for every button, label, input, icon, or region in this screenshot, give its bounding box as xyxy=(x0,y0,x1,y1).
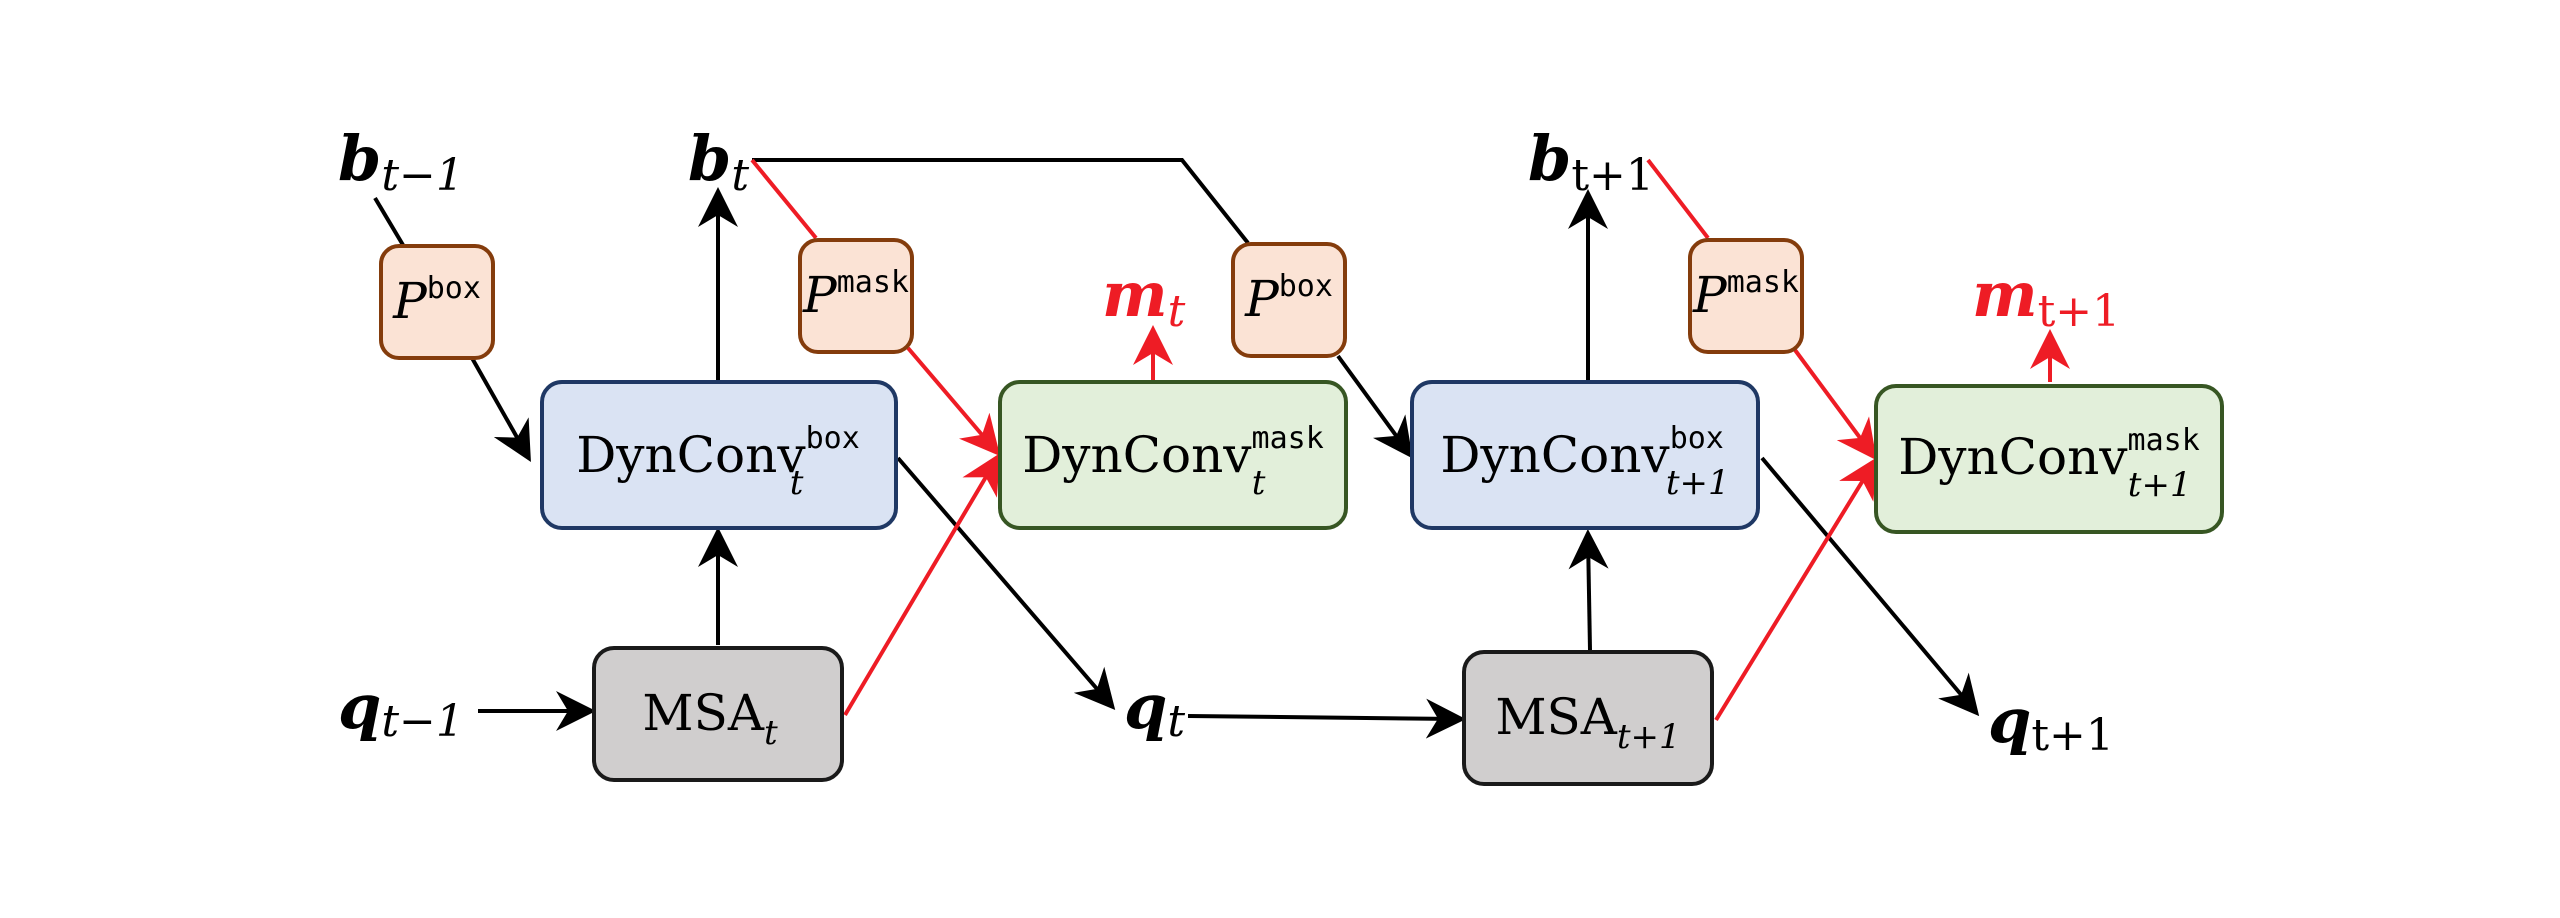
arrow-dynconvbox-t-to-qt xyxy=(896,456,1116,711)
label-q-prev-sub: t−1 xyxy=(381,696,464,747)
p-box-node-1: Pbox xyxy=(379,244,495,360)
label-q-t: qt xyxy=(1124,670,1185,747)
msa-t1-base: MSA xyxy=(1495,688,1617,746)
label-q-next-sub: t+1 xyxy=(2031,710,2114,761)
dynconv-box-t1-sup: box xyxy=(1670,421,1724,456)
p-box-2-sup: box xyxy=(1279,269,1333,304)
label-b-next: bt+1 xyxy=(1528,122,1654,201)
arrow-msa-t1-to-dynconvmask-t1 xyxy=(1714,457,1878,722)
label-q-t-base: q xyxy=(1124,670,1167,743)
msa-t-sub: t xyxy=(764,713,778,753)
dynconv-mask-t-sub: t xyxy=(1252,463,1266,503)
arrow-dynconvbox-t1-to-qnext xyxy=(1760,456,1980,717)
arrow-pbox1-to-dynconvbox-t xyxy=(470,357,531,462)
dynconv-mask-t-sup: mask xyxy=(1252,421,1324,456)
label-m-next-sub: t+1 xyxy=(2038,286,2121,337)
p-box-node-2: Pbox xyxy=(1231,242,1347,358)
msa-t-base: MSA xyxy=(642,684,764,742)
dynconv-mask-t1-sup: mask xyxy=(2128,423,2200,458)
p-mask-1-base: P xyxy=(802,266,838,324)
p-mask-node-1: Pmask xyxy=(798,238,914,354)
arrow-bprev-to-pbox1 xyxy=(373,196,405,247)
dynconv-mask-t-base: DynConv xyxy=(1022,426,1252,484)
label-q-next: qt+1 xyxy=(1988,684,2114,761)
svg-text:MSAt+1: MSAt+1 xyxy=(1495,688,1680,757)
dynconv-box-node-t1: DynConvbox t+1 xyxy=(1410,380,1760,530)
dynconv-box-t-sub: t xyxy=(790,463,804,503)
p-mask-2-base: P xyxy=(1692,266,1728,324)
dynconv-mask-t1-base: DynConv xyxy=(1898,428,2128,486)
label-b-t-base: b xyxy=(688,122,731,195)
dynconv-mask-node-t: DynConvmask t xyxy=(998,380,1348,530)
label-b-prev-base: b xyxy=(338,122,381,195)
connector-bt-to-pbox2 xyxy=(752,158,1250,245)
p-mask-node-2: Pmask xyxy=(1688,238,1804,354)
label-b-next-sub: t+1 xyxy=(1571,150,1654,201)
label-m-t: mt xyxy=(1102,258,1186,337)
p-mask-1-sup: mask xyxy=(837,265,909,300)
p-box-1-base: P xyxy=(392,272,428,330)
label-b-prev-sub: t−1 xyxy=(381,150,464,201)
msa-t1-sub: t+1 xyxy=(1617,717,1681,757)
label-b-next-base: b xyxy=(1528,122,1571,195)
svg-text:Pbox: Pbox xyxy=(392,271,481,330)
svg-text:MSAt: MSAt xyxy=(642,684,778,753)
msa-node-t: MSAt xyxy=(592,646,844,782)
p-box-1-sup: box xyxy=(427,271,481,306)
msa-node-t1: MSAt+1 xyxy=(1462,650,1714,786)
label-m-t-sub: t xyxy=(1168,286,1186,337)
dynconv-mask-t1-sub: t+1 xyxy=(2128,465,2192,505)
svg-text:Pbox: Pbox xyxy=(1244,269,1333,328)
label-q-prev-base: q xyxy=(338,670,381,743)
label-b-t-sub: t xyxy=(731,150,749,201)
arrow-pmask2-to-dynconvmask-t1 xyxy=(1793,348,1877,461)
arrow-pmask1-to-dynconvmask-t xyxy=(906,346,1001,457)
redline-bt-to-pmask1 xyxy=(750,158,818,240)
connectors xyxy=(373,158,2070,739)
dynconv-mask-node-t1: DynConvmask t+1 xyxy=(1874,384,2224,534)
svg-text:Pmask: Pmask xyxy=(1692,265,1799,324)
p-box-2-base: P xyxy=(1244,270,1280,328)
arrow-msa-t-to-dynconvmask-t xyxy=(843,453,1001,717)
p-mask-2-sup: mask xyxy=(1727,265,1799,300)
dynconv-box-t-base: DynConv xyxy=(576,426,806,484)
label-m-next-base: m xyxy=(1972,258,2038,331)
label-b-prev: bt−1 xyxy=(338,122,464,201)
label-b-t: bt xyxy=(688,122,749,201)
dynconv-box-t1-base: DynConv xyxy=(1440,426,1670,484)
label-q-prev: qt−1 xyxy=(338,670,464,747)
dynconv-box-t-sup: box xyxy=(806,421,860,456)
label-q-next-base: q xyxy=(1988,684,2031,757)
arrow-qt-to-msa-t1 xyxy=(1187,698,1466,739)
label-m-t-base: m xyxy=(1102,258,1168,331)
label-q-t-sub: t xyxy=(1167,696,1185,747)
label-m-next: mt+1 xyxy=(1972,258,2120,337)
svg-text:Pmask: Pmask xyxy=(802,265,909,324)
dynconv-box-t1-sub: t+1 xyxy=(1666,463,1730,503)
arrow-pbox2-to-dynconvbox-t1 xyxy=(1336,354,1413,459)
arrow-msa-t1-to-dynconvbox-t1 xyxy=(1568,529,1609,651)
redline-bnext-to-pmask2 xyxy=(1646,158,1710,240)
